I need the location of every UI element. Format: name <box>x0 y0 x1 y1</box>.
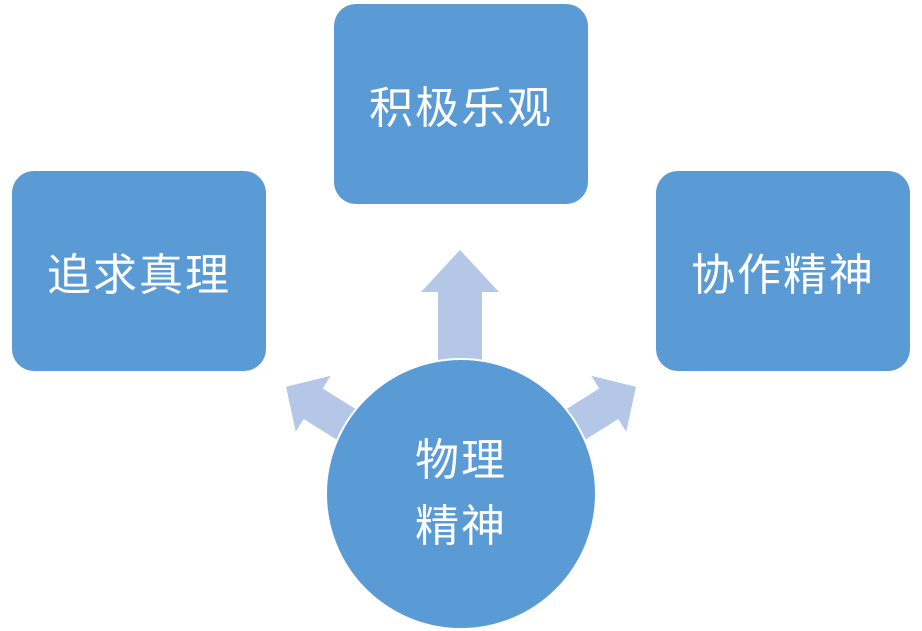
arrow-up-left <box>286 375 357 441</box>
node-center-line2: 精神 <box>415 501 507 552</box>
node-right-label: 协作精神 <box>691 250 875 301</box>
node-right: 协作精神 <box>656 171 910 371</box>
node-left: 追求真理 <box>12 171 266 371</box>
node-top-label: 积极乐观 <box>369 83 553 134</box>
node-center: 物理 精神 <box>325 358 597 630</box>
arrow-up-right <box>565 375 636 441</box>
arrow-up <box>421 250 499 360</box>
node-top: 积极乐观 <box>334 4 588 204</box>
node-left-label: 追求真理 <box>47 250 231 301</box>
node-center-line1: 物理 <box>415 435 507 486</box>
